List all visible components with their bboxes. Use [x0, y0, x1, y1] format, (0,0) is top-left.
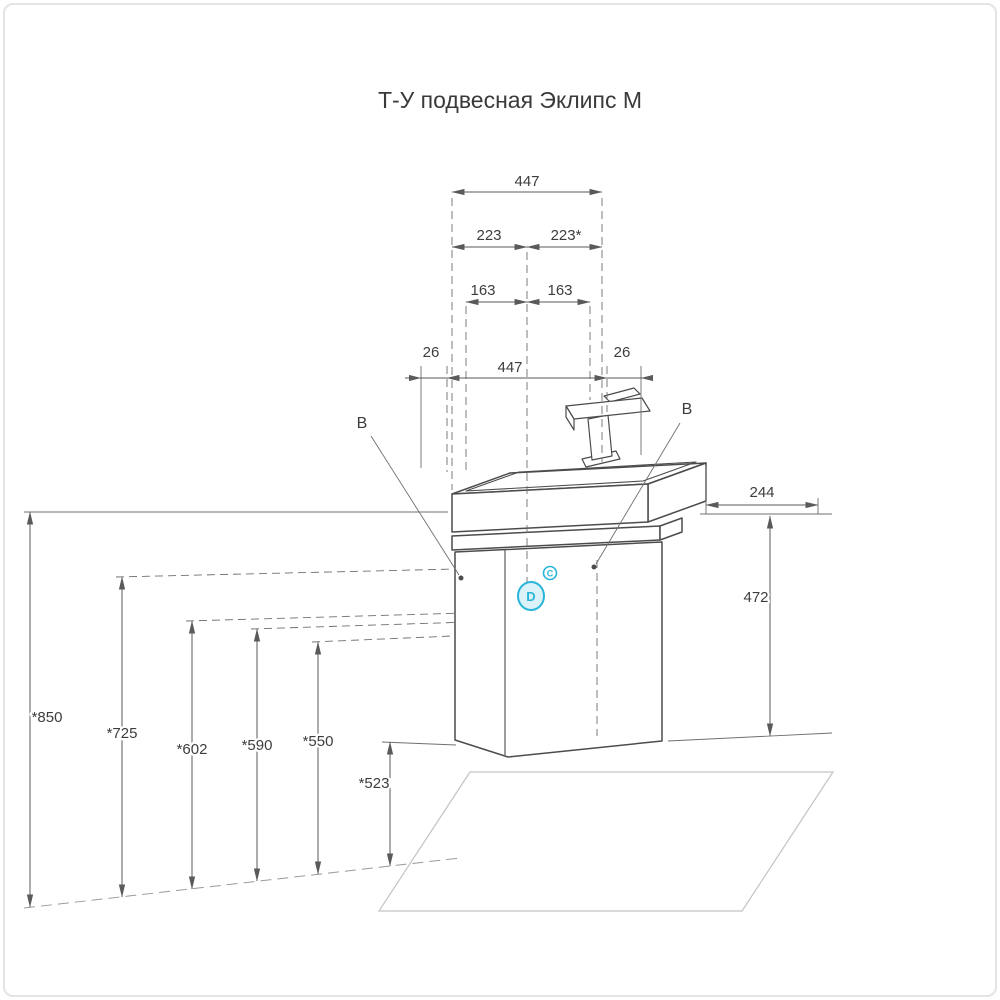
extension-lines-top	[420, 198, 642, 582]
cabinet-top-rail-side	[659, 517, 683, 541]
callout-b-left: B	[355, 413, 464, 581]
detail-c-circle	[542, 565, 558, 581]
sink-front-face	[451, 483, 649, 533]
dim-left-550: *550	[300, 641, 336, 875]
dim-left-590: *590	[239, 628, 275, 882]
dim-top-overall: 447	[451, 171, 603, 196]
dim-value: 163	[547, 282, 572, 299]
callout-detail-c: C	[542, 565, 558, 581]
dim-value: 447	[497, 359, 522, 376]
cabinet	[451, 517, 683, 758]
faucet-body	[587, 414, 613, 461]
level-590-line	[250, 620, 501, 630]
dim-value: 223	[476, 227, 501, 244]
arrow-26-left	[409, 374, 421, 382]
dim-left-602: *602	[174, 620, 210, 890]
dim-left-523: *523	[356, 741, 394, 867]
dim-top-halves: 223 223*	[451, 225, 603, 251]
sink-basin-rim	[465, 461, 697, 492]
sink	[451, 461, 707, 533]
leader-line	[370, 435, 460, 576]
dim-value: *550	[303, 733, 334, 750]
level-lines	[115, 567, 501, 746]
dim-value: 223*	[551, 227, 582, 244]
mount-point-dot	[458, 575, 464, 581]
dim-top-163: 163 163	[465, 280, 591, 306]
level-725-line	[115, 567, 501, 578]
dim-value: 26	[423, 344, 440, 361]
mount-point-dot	[591, 564, 597, 570]
callout-b-right: B	[591, 399, 694, 570]
dim-height-472: 472	[667, 515, 833, 742]
dim-value: *725	[107, 725, 138, 742]
detail-c-label: C	[547, 569, 554, 579]
dim-value: 244	[749, 484, 774, 501]
dim-value: 163	[470, 282, 495, 299]
dim-top-front: 26 447 26	[405, 342, 653, 382]
dim-left-725: *725	[104, 576, 140, 898]
faucet-handle	[603, 387, 641, 403]
cabinet-front	[454, 541, 663, 758]
dim-value: *602	[177, 741, 208, 758]
level-602-line	[185, 611, 501, 622]
detail-d-circle	[517, 581, 545, 611]
dim-left-850: *850	[26, 511, 65, 908]
arrow-26-right	[641, 374, 653, 382]
callout-label: B	[357, 415, 368, 432]
dim-value: 472	[743, 589, 768, 606]
dim-value: *590	[242, 737, 273, 754]
faucet-spout-tip	[565, 405, 575, 431]
callout-detail-d: D	[517, 581, 545, 611]
faucet-spout	[565, 397, 651, 420]
leader-line	[595, 422, 681, 565]
level-523-line	[381, 741, 457, 746]
callout-label: B	[682, 401, 693, 418]
floor-level-line	[23, 857, 461, 909]
faucet	[565, 387, 651, 468]
dim-depth: 244	[700, 466, 832, 515]
dim-value: *523	[359, 775, 390, 792]
floor-panel	[377, 771, 835, 912]
reference-lines	[23, 511, 835, 912]
dim-value: *850	[32, 709, 63, 726]
ext-line	[667, 732, 833, 742]
detail-d-label: D	[526, 589, 535, 604]
dim-value: 26	[614, 344, 631, 361]
dim-value: 447	[514, 173, 539, 190]
drawing-title: Т-У подвесная Эклипс М	[378, 87, 642, 113]
